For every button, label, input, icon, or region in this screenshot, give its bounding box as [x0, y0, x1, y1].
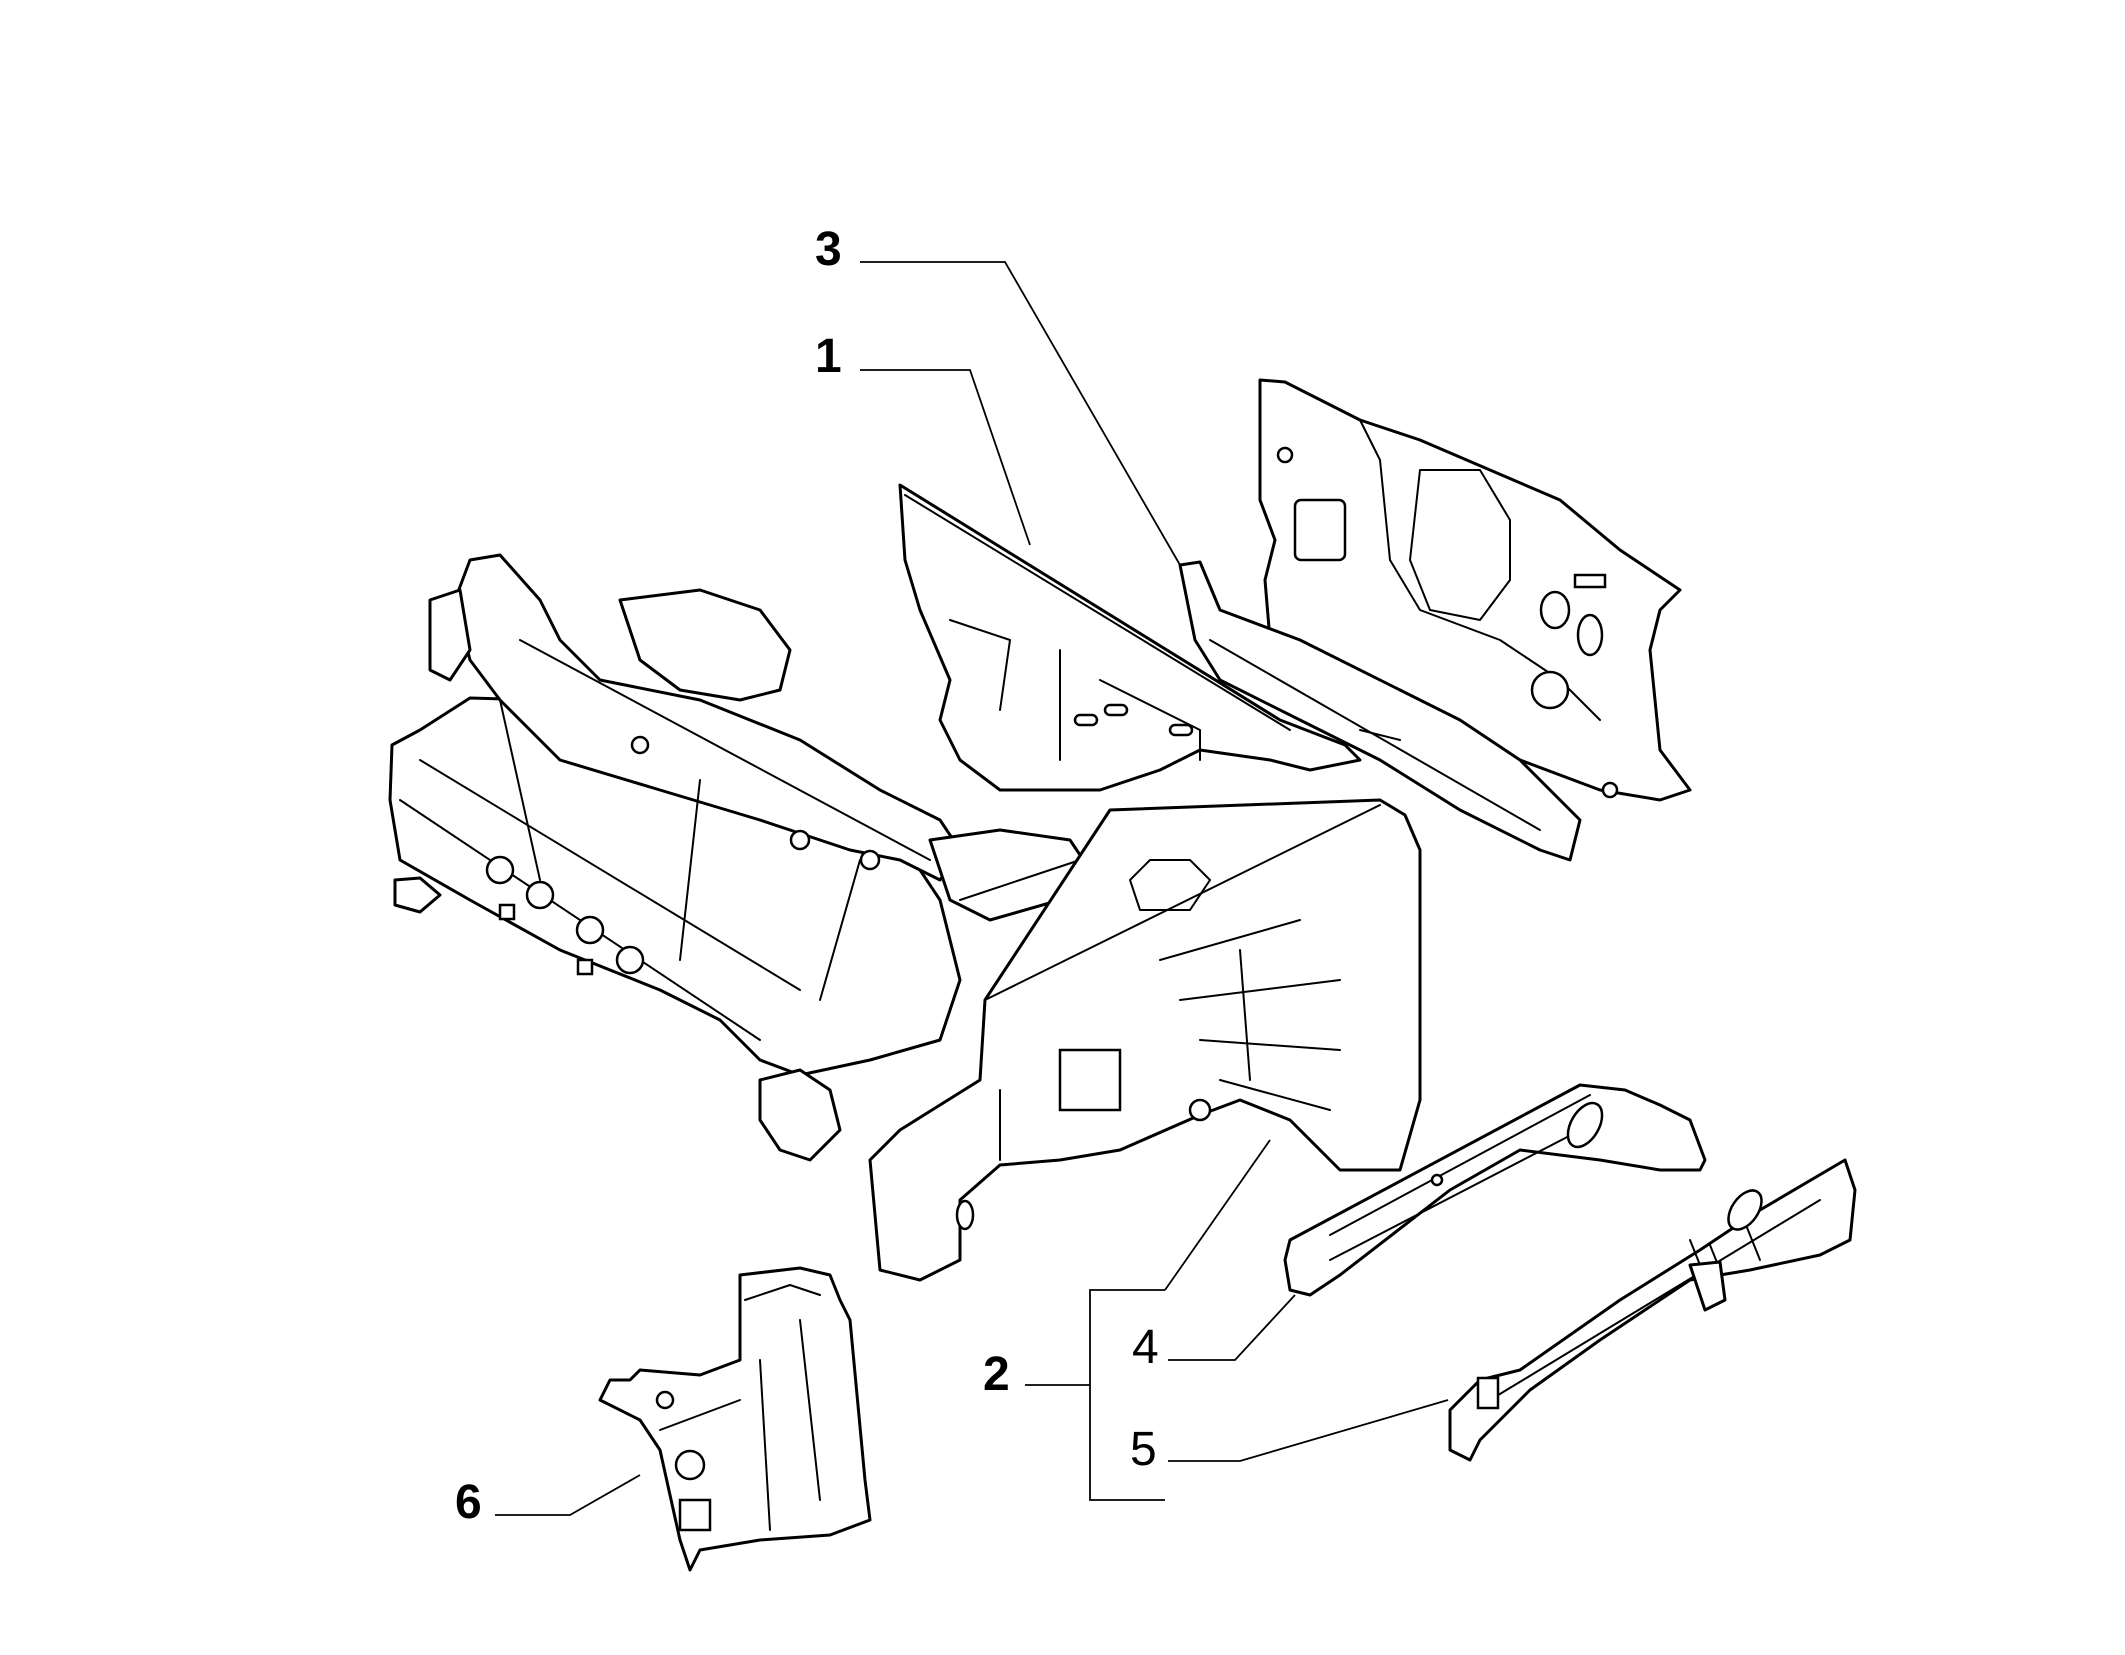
part-2-wheelhouse [868, 798, 1422, 1282]
part-6-side-bracket [598, 1266, 872, 1572]
leader-2-bracket [1089, 1289, 1165, 1501]
callout-3: 3 [815, 223, 842, 276]
part-1-dash-panel [898, 483, 1362, 792]
callout-6: 6 [455, 1476, 482, 1529]
callout-5: 5 [1130, 1423, 1157, 1476]
cowl-cross-member [1178, 560, 1582, 862]
part-3-bulkhead [1258, 378, 1692, 802]
leader-5 [1168, 1399, 1449, 1462]
front-body-structure [388, 553, 1092, 1162]
callout-2: 2 [983, 1348, 1010, 1401]
leader-1 [860, 369, 1031, 546]
leader-2-wheelhouse [1164, 1139, 1271, 1291]
callout-labels: 3 1 2 4 5 6 [455, 223, 1159, 1529]
part-4-upper-rail [1283, 1083, 1707, 1297]
callout-4: 4 [1132, 1321, 1159, 1374]
callout-1: 1 [815, 330, 842, 383]
part-5-lower-rail [1448, 1158, 1857, 1462]
leader-4 [1168, 1294, 1296, 1361]
leader-6 [495, 1474, 641, 1516]
leader-3 [860, 261, 1181, 566]
leader-lines [495, 261, 1449, 1516]
